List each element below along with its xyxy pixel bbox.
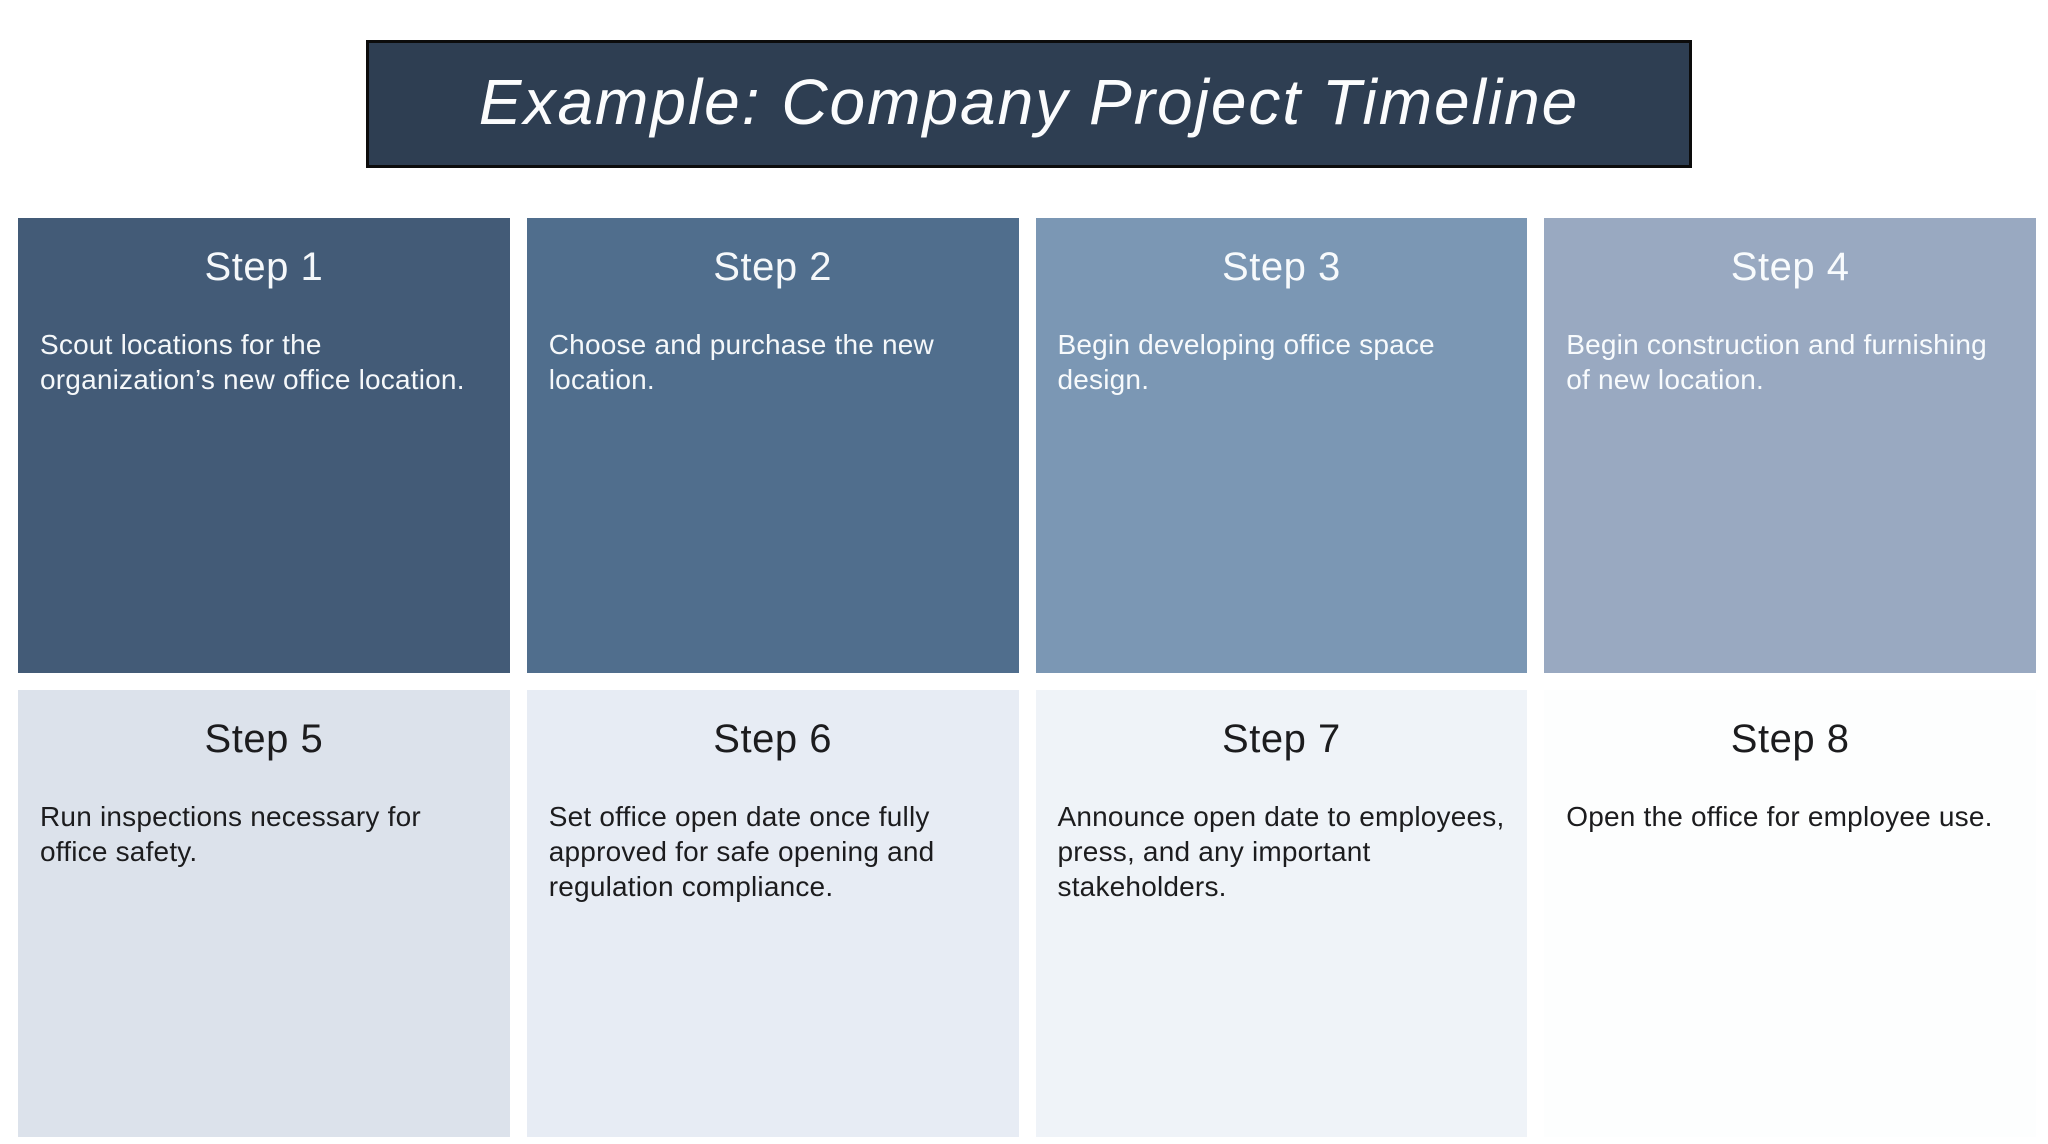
step-card-4: Step 4 Begin construction and furnishing…	[1544, 218, 2036, 673]
step-title: Step 2	[713, 245, 832, 289]
step-description: Begin developing office space design.	[1057, 329, 1435, 395]
step-card-5: Step 5 Run inspections necessary for off…	[18, 690, 510, 1137]
step-description: Choose and purchase the new location.	[548, 329, 934, 395]
step-title: Step 5	[204, 717, 324, 761]
step-description: Open the office for employee use.	[1566, 801, 1993, 832]
step-title: Step 3	[1222, 245, 1341, 289]
step-description: Run inspections necessary for office saf…	[40, 801, 421, 867]
step-title: Step 6	[713, 717, 832, 761]
step-description: Begin construction and furnishing of new…	[1566, 329, 1987, 395]
steps-grid: Step 1 Scout locations for the organizat…	[18, 218, 2036, 1137]
step-card-2: Step 2 Choose and purchase the new locat…	[526, 218, 1019, 673]
title-banner: Example: Company Project Timeline	[366, 40, 1692, 168]
step-card-6: Step 6 Set office open date once fully a…	[526, 690, 1019, 1137]
step-title: Step 8	[1730, 717, 1850, 761]
step-title: Step 4	[1730, 245, 1850, 289]
step-title: Step 7	[1222, 717, 1341, 761]
step-description: Set office open date once fully approved…	[548, 801, 935, 902]
step-card-1: Step 1 Scout locations for the organizat…	[18, 218, 510, 673]
step-card-3: Step 3 Begin developing office space des…	[1035, 218, 1528, 673]
step-card-8: Step 8 Open the office for employee use.	[1544, 690, 2036, 1137]
step-card-7: Step 7 Announce open date to employees, …	[1035, 690, 1528, 1137]
step-title: Step 1	[204, 245, 324, 289]
step-description: Scout locations for the organization’s n…	[40, 329, 465, 395]
step-description: Announce open date to employees, press, …	[1057, 801, 1505, 902]
page-title: Example: Company Project Timeline	[478, 66, 1580, 138]
